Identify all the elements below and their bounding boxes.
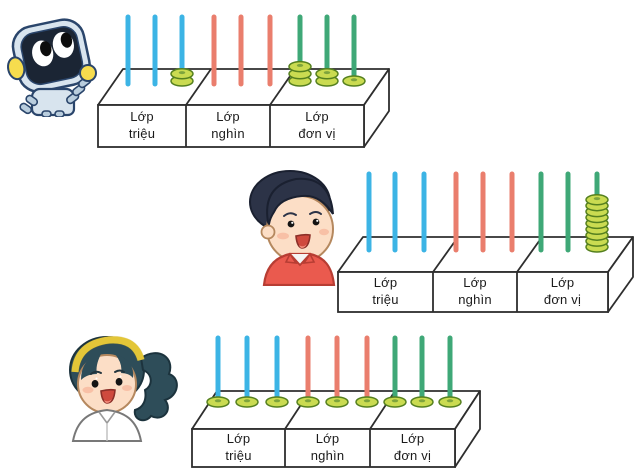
- bead-hole: [391, 399, 399, 403]
- class-label-line2: đơn vị: [543, 292, 582, 307]
- class-label-line2: triệu: [128, 126, 156, 141]
- abacus-girl: [191, 335, 481, 468]
- bead-hole: [273, 399, 281, 403]
- class-label-line1: Lớp: [216, 109, 240, 125]
- abacus-robot: [97, 14, 390, 148]
- class-label-line1: Lớp: [463, 275, 487, 291]
- class-label-line1: Lớp: [305, 109, 329, 125]
- class-label-line2: triệu: [225, 448, 252, 463]
- bead-hole: [418, 399, 426, 403]
- class-label-line2: nghìn: [211, 126, 245, 141]
- class-label-line1: Lớp: [400, 431, 425, 447]
- robot-character-icon: [7, 18, 97, 117]
- class-label-line2: nghìn: [458, 292, 492, 307]
- class-label-line2: nghìn: [310, 448, 345, 463]
- class-label-line2: triệu: [372, 292, 399, 307]
- cell-divider-top: [516, 236, 543, 273]
- girl-character-icon: [69, 335, 178, 442]
- bead-hole: [323, 71, 331, 75]
- bead-hole: [178, 71, 186, 75]
- bead-hole: [593, 197, 601, 201]
- bead-hole: [350, 78, 358, 82]
- class-label-line1: Lớp: [550, 275, 575, 291]
- bead-hole: [333, 399, 341, 403]
- bead-hole: [243, 399, 251, 403]
- bead-hole: [363, 399, 371, 403]
- box-front-face: [97, 104, 365, 148]
- class-label-line2: đơn vị: [298, 126, 336, 141]
- abacus-boy: [337, 171, 634, 313]
- bead-hole: [214, 399, 222, 403]
- box-front-face: [191, 428, 456, 468]
- class-label-line1: Lớp: [226, 431, 251, 447]
- bead-hole: [304, 399, 312, 403]
- bead-hole: [296, 63, 304, 67]
- class-label-line1: Lớp: [315, 431, 340, 447]
- class-label-line2: đơn vị: [393, 448, 432, 463]
- boy-character-icon: [249, 170, 336, 286]
- bead-hole: [446, 399, 454, 403]
- box-front-face: [337, 271, 609, 313]
- cell-divider-top: [185, 68, 212, 106]
- class-label-line1: Lớp: [130, 109, 154, 125]
- class-label-line1: Lớp: [373, 275, 398, 291]
